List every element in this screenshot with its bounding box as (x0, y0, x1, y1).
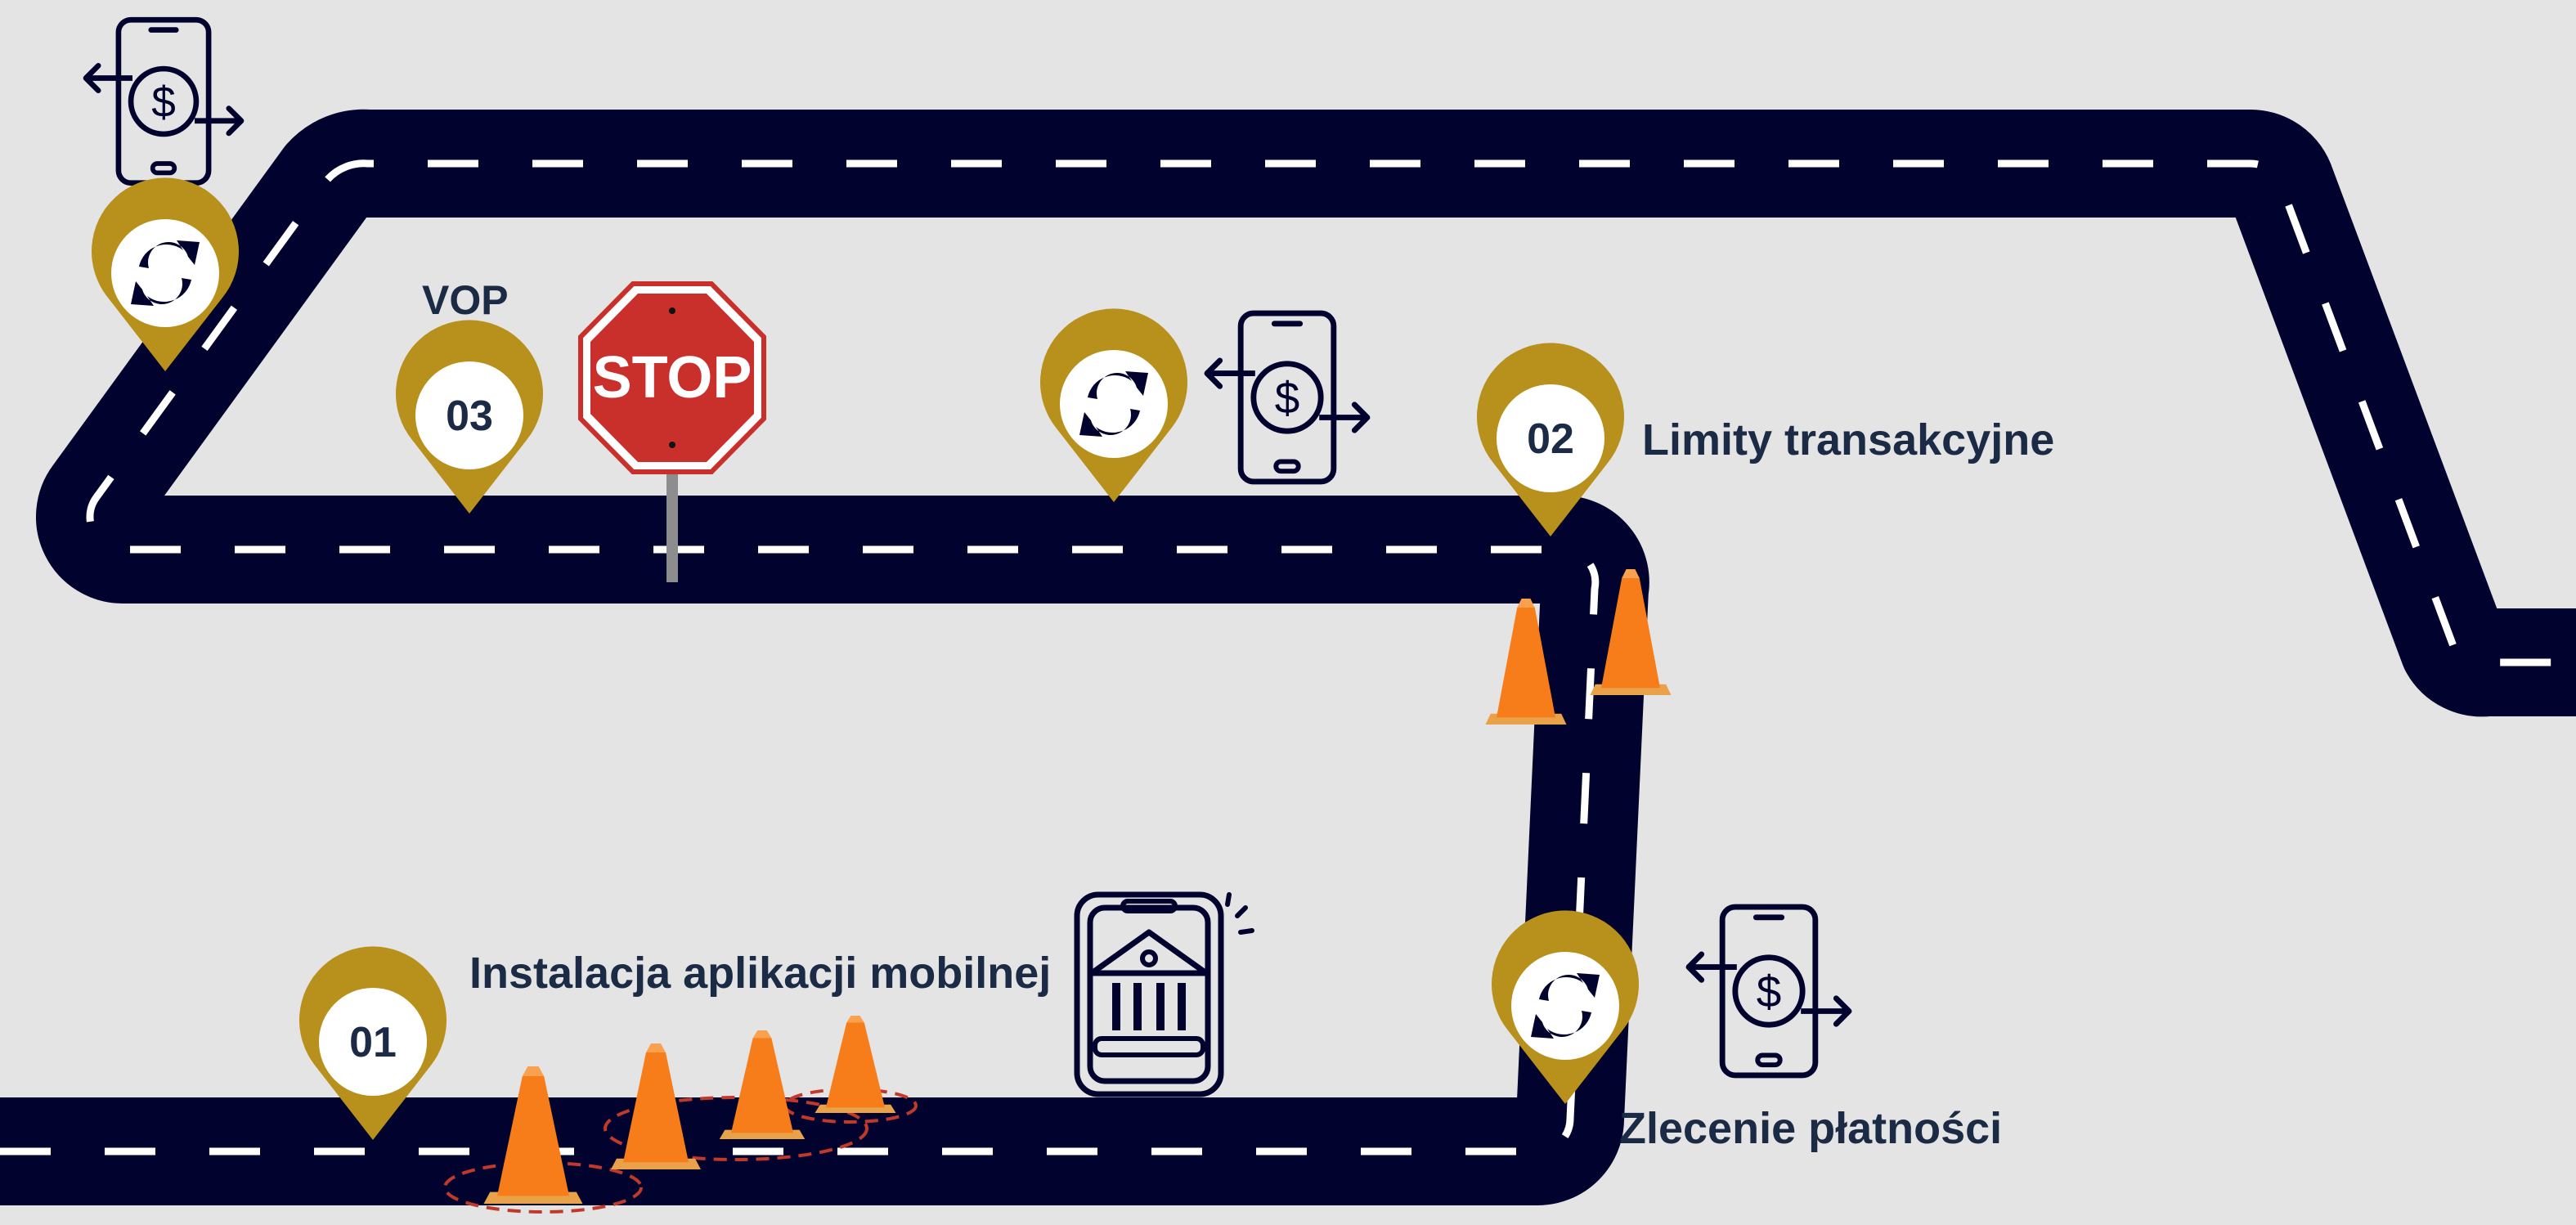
step-01-pin: 01 (299, 946, 447, 1140)
bank-app-icon (1074, 891, 1254, 1097)
step-03-number: 03 (446, 393, 493, 440)
phone-dollar-transfer-icon (86, 20, 241, 183)
refresh-pin (1040, 308, 1187, 502)
step-02-number: 02 (1527, 415, 1574, 463)
payment-order-label: Zlecenie płatności (1619, 1104, 2002, 1153)
step-02-label: Limity transakcyjne (1642, 415, 2054, 464)
stop-sign-icon: STOP (578, 281, 766, 582)
step-02-pin: 02 (1477, 343, 1624, 536)
step-03-pin: 03 (396, 320, 543, 514)
phone-dollar-transfer-icon (1689, 907, 1849, 1075)
step-01-label: Instalacja aplikacji mobilnej (469, 949, 1051, 998)
refresh-pin (91, 177, 239, 371)
stop-sign-text: STOP (593, 345, 752, 411)
step-01-number: 01 (349, 1019, 397, 1066)
phone-dollar-transfer-icon (1207, 313, 1367, 482)
refresh-pin (1492, 910, 1639, 1104)
step-03-label: VOP (422, 277, 509, 323)
